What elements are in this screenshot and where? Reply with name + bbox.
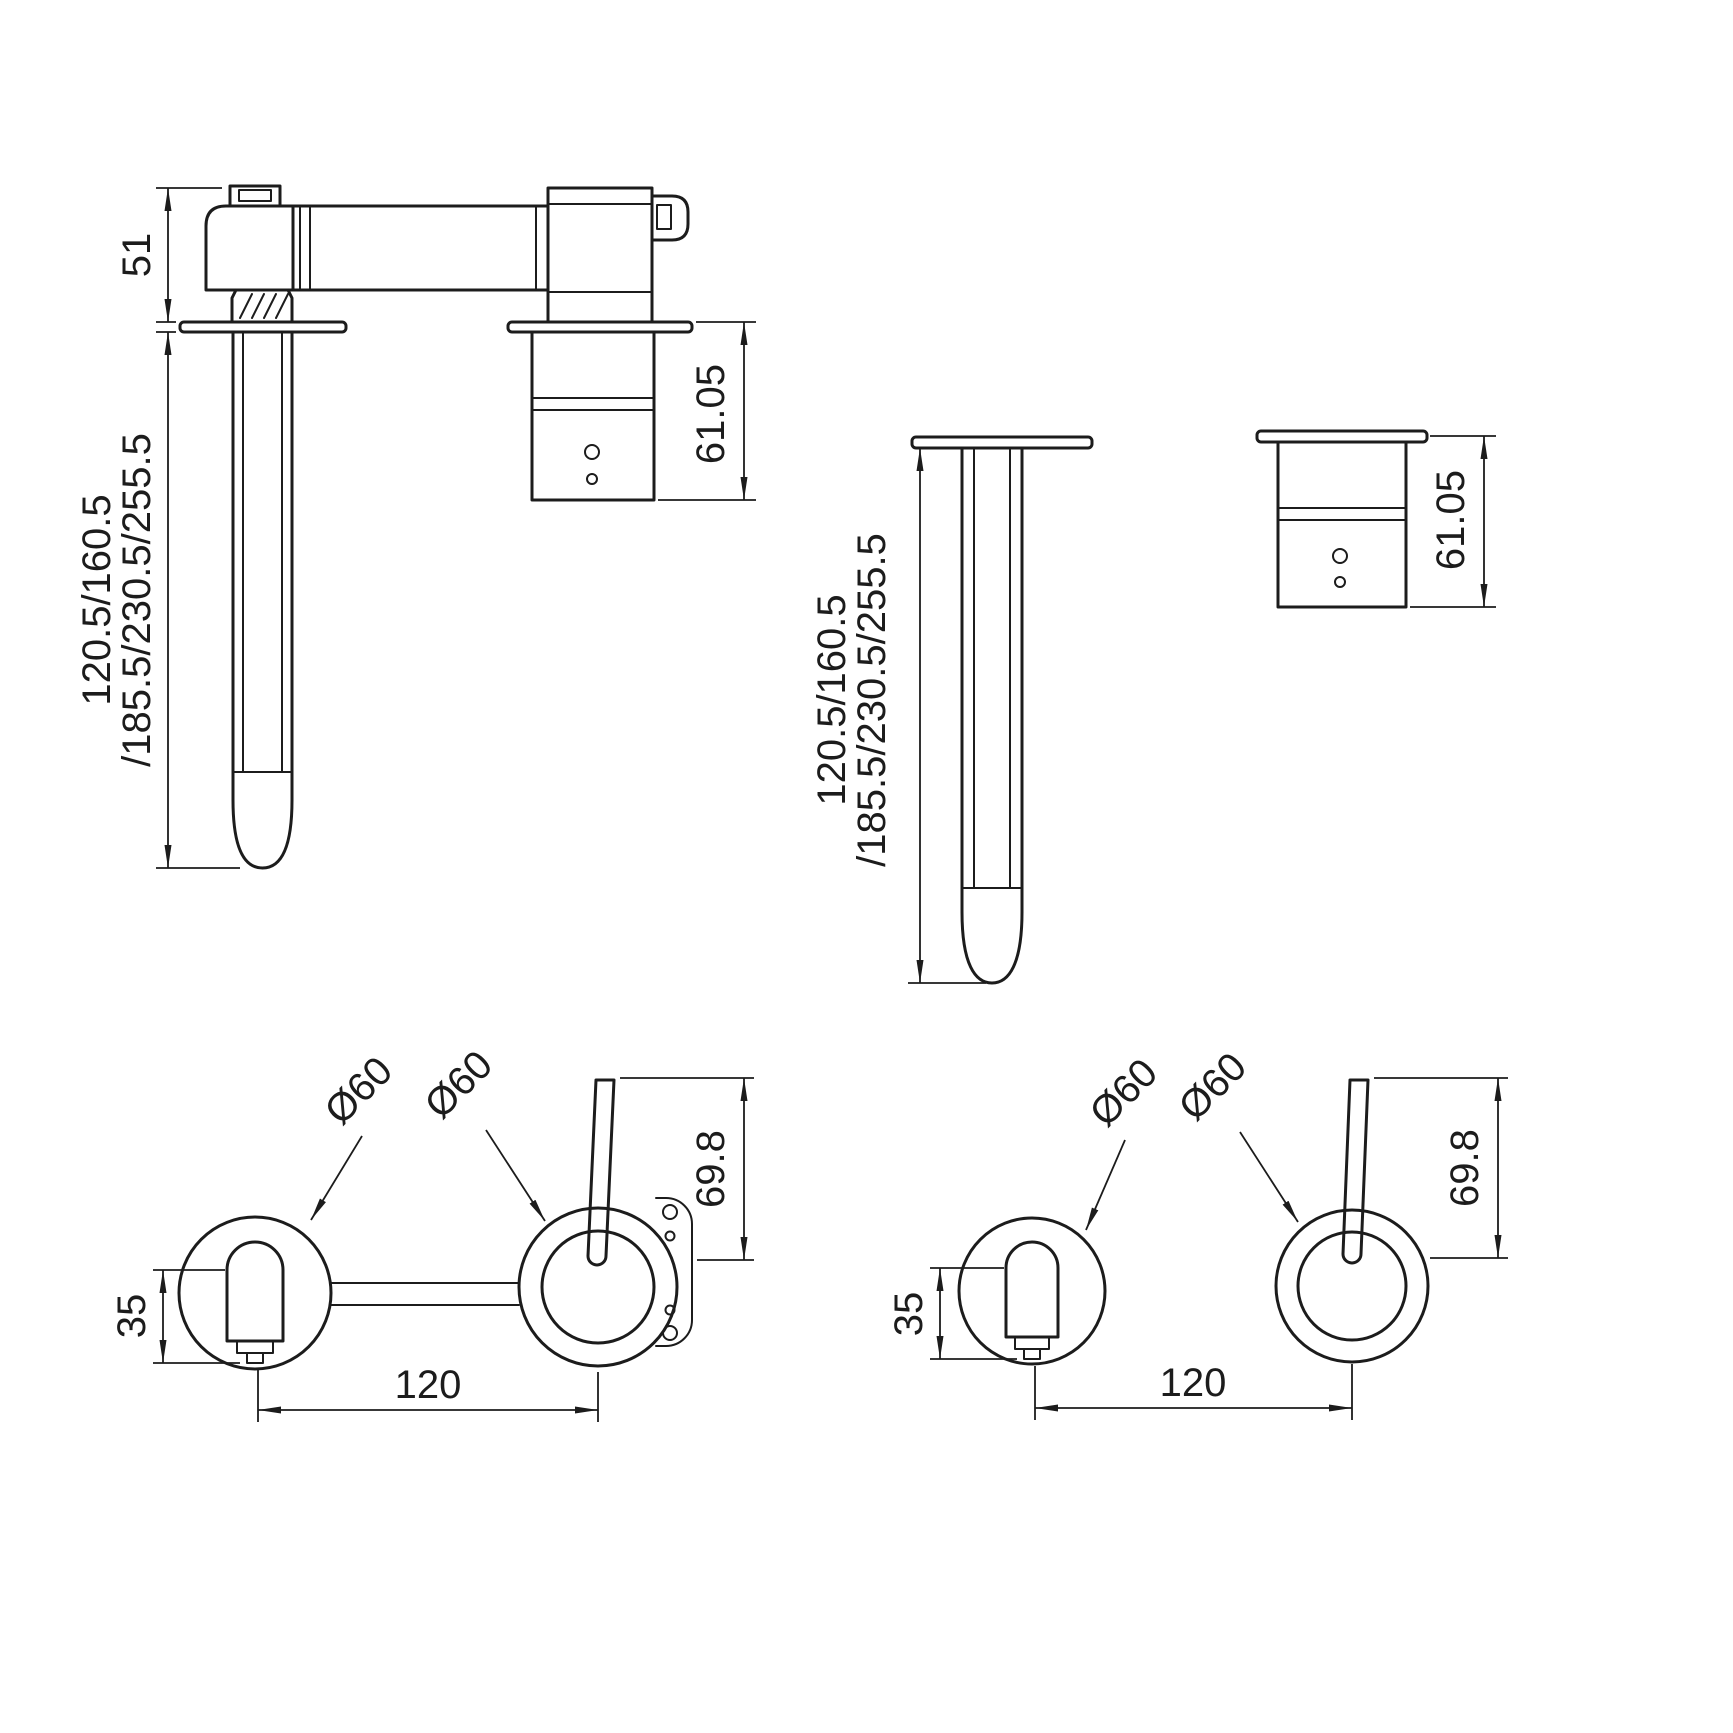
dim-spout-length: 120.5/160.5 /185.5/230.5/255.5 — [75, 331, 240, 869]
dim-handle-flange-dia: Ø60 — [417, 1043, 546, 1222]
dim-spout-part-flange-dia: Ø60 — [1082, 1051, 1167, 1231]
handle-lever-front — [586, 1078, 616, 1267]
handle-part-lever-front — [1341, 1078, 1370, 1265]
spout-part-side — [910, 435, 1094, 985]
dim-valve-depth: 61.05 — [658, 321, 756, 501]
valve-upper-side — [546, 186, 690, 324]
mounting-bracket-front — [655, 1197, 693, 1347]
dim-handle-part-height: 69.8 — [1374, 1077, 1508, 1259]
dim-698-label: 69.8 — [689, 1130, 733, 1208]
dim-spout-part-length: 120.5/160.5 /185.5/230.5/255.5 — [810, 448, 986, 984]
dim-6105-label: 61.05 — [689, 364, 733, 464]
dim-698-part-label: 69.8 — [1443, 1129, 1487, 1207]
dim-dia60-handle-part-label: Ø60 — [1171, 1045, 1256, 1130]
dim-35-part-label: 35 — [887, 1292, 931, 1337]
dim-spout-part-lengths-label-2: /185.5/230.5/255.5 — [850, 533, 894, 867]
view-side-parts: 120.5/160.5 /185.5/230.5/255.5 61.05 — [810, 429, 1496, 985]
view-front-assembled: Ø60 Ø60 69.8 35 120 — [110, 1043, 754, 1422]
dim-35-label: 35 — [110, 1294, 154, 1339]
dim-51-label: 51 — [115, 233, 159, 278]
dim-dia60-spout-part-label: Ø60 — [1082, 1051, 1167, 1136]
handle-hub-front — [540, 1229, 656, 1345]
spout-inlet-tube-side — [231, 330, 294, 870]
view-side-assembled: 51 120.5/160.5 /185.5/230.5/255.5 61.05 — [75, 184, 756, 870]
handle-part-flange-front — [1274, 1208, 1430, 1364]
spout-wall-plate-side — [178, 320, 348, 334]
spout-flange-front — [177, 1215, 333, 1371]
handle-flange-front — [517, 1206, 679, 1368]
handle-part-hub-front — [1296, 1230, 1408, 1342]
dim-center-distance: 120 — [257, 1363, 599, 1422]
dim-spout-part-drop: 35 — [887, 1267, 1017, 1360]
dim-valve-part-6105-label: 61.05 — [1429, 470, 1473, 570]
dim-valve-part-depth: 61.05 — [1410, 435, 1496, 608]
dim-spout-lengths-label-1: 120.5/160.5 — [75, 494, 119, 705]
dim-spout-flange-dia: Ø60 — [310, 1049, 402, 1221]
spout-outlet-side — [204, 184, 295, 324]
dim-handle-height: 69.8 — [620, 1077, 754, 1261]
valve-inwall-body-side — [530, 330, 656, 502]
connecting-pipe-front — [330, 1282, 520, 1306]
dim-projection-height: 51 — [115, 187, 222, 323]
dim-handle-part-flange-dia: Ø60 — [1171, 1045, 1299, 1223]
mixer-body-tube-side — [291, 204, 550, 292]
spout-part-front — [1004, 1240, 1060, 1360]
valve-part-side — [1255, 429, 1429, 609]
spout-part-flange-front — [957, 1216, 1107, 1366]
dim-spout-part-lengths-label-1: 120.5/160.5 — [810, 594, 854, 805]
dim-120-label: 120 — [395, 1363, 462, 1407]
dim-120-part-label: 120 — [1160, 1361, 1227, 1405]
dim-dia60-handle-label: Ø60 — [417, 1043, 502, 1128]
view-front-parts: Ø60 Ø60 69.8 35 120 — [887, 1045, 1508, 1420]
dim-part-center-distance: 120 — [1034, 1361, 1353, 1420]
spout-front — [225, 1240, 285, 1364]
dim-dia60-spout-label: Ø60 — [317, 1049, 402, 1134]
dim-spout-drop: 35 — [110, 1269, 240, 1364]
dim-spout-lengths-label-2: /185.5/230.5/255.5 — [115, 433, 159, 767]
